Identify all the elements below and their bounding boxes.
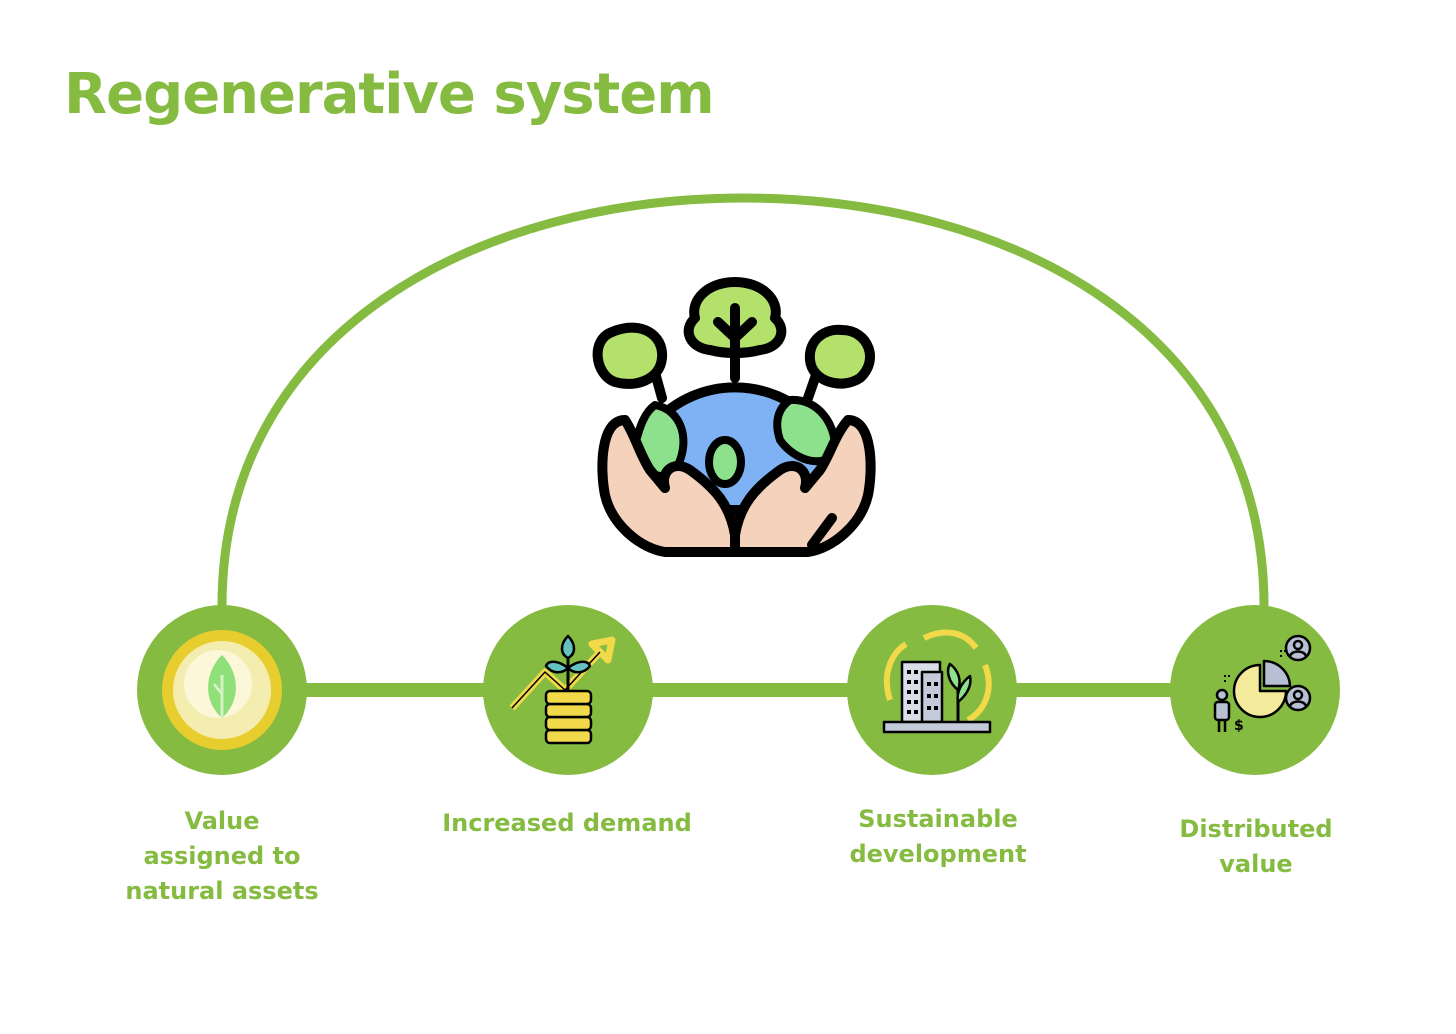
sustainable-city-icon (882, 629, 992, 734)
stage-1-circle (137, 605, 307, 775)
stage-1-label: Value assigned to natural assets (125, 807, 319, 905)
stage-2-circle (483, 605, 653, 775)
page-title: Regenerative system (64, 62, 715, 127)
growth-coins-icon (509, 634, 616, 745)
stage-2-label: Increased demand (442, 809, 692, 837)
stage-3-circle (847, 605, 1017, 775)
stage-4-circle: $ (1170, 605, 1340, 775)
stage-4-label: Distributed value (1179, 815, 1333, 878)
hands-holding-earth-icon (592, 277, 876, 557)
svg-text:$: $ (1234, 718, 1244, 734)
stage-3-label: Sustainable development (849, 805, 1027, 868)
cycle-arc (217, 193, 1269, 607)
distributed-value-icon: $ (1213, 634, 1312, 734)
leaf-coin-icon (162, 630, 282, 750)
